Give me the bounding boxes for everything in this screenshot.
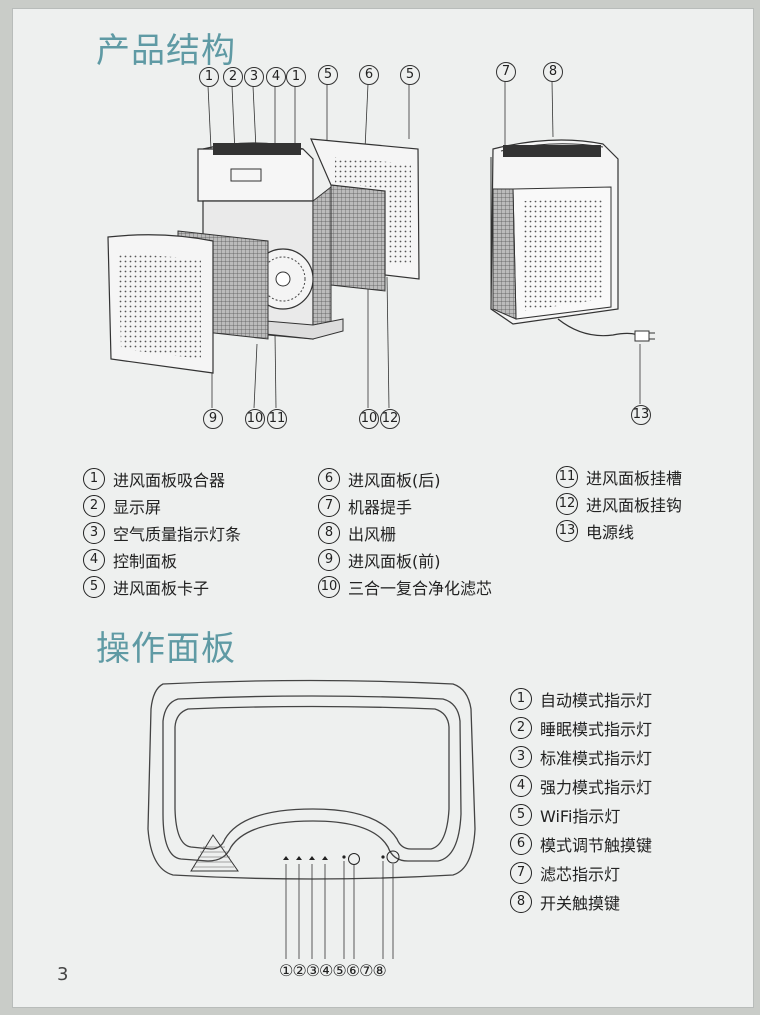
manual-page: 产品结构 1 2 3 4 1 5 6 5 7 8 9 10 11 10 12 1… — [12, 8, 754, 1008]
callout-12: 12 — [380, 409, 400, 429]
callout-9: 9 — [203, 409, 223, 429]
page-number: 3 — [57, 964, 68, 985]
panel-callouts: ①②③④⑤⑥⑦⑧ — [279, 961, 386, 980]
callout-10: 10 — [245, 409, 265, 429]
callout-11: 11 — [267, 409, 287, 429]
callout-10b: 10 — [359, 409, 379, 429]
structure-diagram — [13, 9, 753, 409]
panel-title: 操作面板 — [96, 621, 236, 670]
